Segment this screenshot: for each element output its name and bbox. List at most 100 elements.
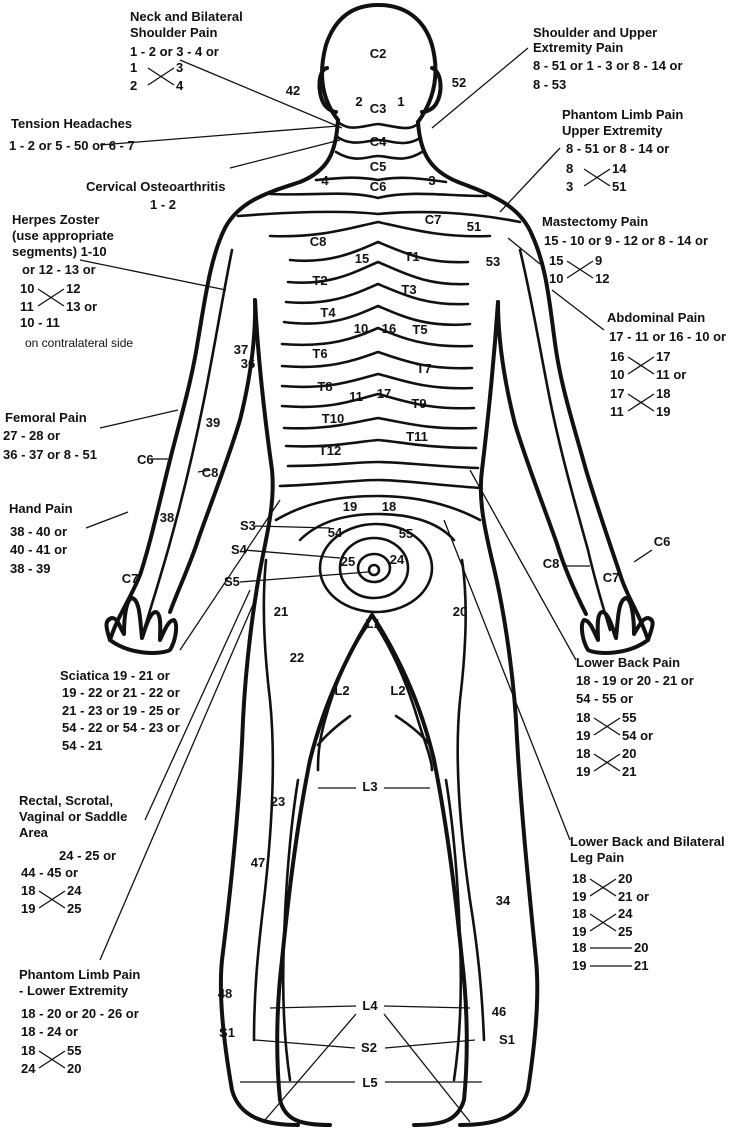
saddle-center [369, 565, 379, 575]
pair-number: 3 [566, 179, 573, 194]
pelvic-arc-2 [300, 514, 454, 540]
annotation-sciatica: 54 - 22 or 54 - 23 or [62, 720, 180, 735]
left-shin-line [283, 780, 298, 1080]
annotation-shoulder: 8 - 51 or 1 - 3 or 8 - 14 or [533, 58, 683, 73]
dermatome-label: 21 [274, 604, 288, 619]
pair-number: 18 [576, 710, 590, 725]
dermatome-label: C8 [543, 556, 560, 571]
annotation-lower_back: Lower Back Pain [576, 655, 680, 670]
dermatome-label: 11 [349, 389, 363, 404]
annotation-herpes: (use appropriate [12, 228, 114, 243]
annotation-cervical: Cervical Osteoarthritis [86, 179, 225, 194]
chest-band-7 [282, 352, 472, 368]
dermatome-label: 37 [234, 342, 248, 357]
pair-number: 8 [566, 161, 573, 176]
annotation-femoral: Femoral Pain [5, 410, 87, 425]
saddle-ring-3 [358, 554, 390, 582]
pair-number: 55 [622, 710, 636, 725]
annotation-femoral: 36 - 37 or 8 - 51 [3, 447, 97, 462]
dermatome-label: T12 [319, 443, 341, 458]
dermatome-label: 24 [390, 552, 405, 567]
hand-leader [86, 512, 128, 528]
left-arm-line-1 [144, 250, 232, 630]
annotation-rectal: Rectal, Scrotal, [19, 793, 113, 808]
dermatome-label: T7 [416, 361, 431, 376]
dermatome-label: T8 [317, 379, 332, 394]
dermatome-label: C8 [310, 234, 327, 249]
pair-number: 17 [610, 386, 624, 401]
dermatome-label: 39 [206, 415, 220, 430]
pair-number: 19 [576, 764, 590, 779]
annotation-mastectomy: 15 - 10 or 9 - 12 or 8 - 14 or [544, 233, 708, 248]
abdomen-band-3 [286, 440, 476, 448]
pair-number: 11 [610, 404, 624, 419]
pair-number: 24 [21, 1061, 36, 1076]
pair-number: 9 [595, 253, 602, 268]
annotation-neck: Neck and Bilateral [130, 9, 243, 24]
dermatome-label: L1 [365, 616, 380, 631]
annotation-phantom_upper: Phantom Limb Pain [562, 107, 683, 122]
annotation-lower_back: 18 - 19 or 20 - 21 or [576, 673, 694, 688]
dermatome-label: S1 [499, 1032, 515, 1047]
pair-number: 19 [576, 728, 590, 743]
dermatome-label: C7 [425, 212, 442, 227]
s2-leader-right [385, 1040, 475, 1048]
annotation-rectal: 24 - 25 or [59, 848, 116, 863]
shoulder-leader [432, 48, 528, 128]
annotation-mastectomy: Mastectomy Pain [542, 214, 648, 229]
pair-number: 18 [572, 940, 586, 955]
pair-number: 19 [572, 889, 586, 904]
dermatome-label: 38 [160, 510, 174, 525]
pair-number: 55 [67, 1043, 81, 1058]
pair-number: 18 [21, 883, 35, 898]
annotation-rectal: Area [19, 825, 49, 840]
chest-band-5 [284, 306, 470, 325]
dermatome-bands [144, 122, 610, 1080]
pair-number: 2 [130, 78, 137, 93]
dermatome-label: C7 [122, 571, 139, 586]
dermatome-label: 4 [321, 173, 329, 188]
phantom-lower-leader [100, 600, 255, 960]
pair-number: 15 [549, 253, 563, 268]
annotation-herpes: or 12 - 13 or [22, 262, 96, 277]
dermatome-label: C5 [370, 159, 387, 174]
pair-number: 18 [576, 746, 590, 761]
pair-number: 1 [130, 60, 137, 75]
dermatome-label: 1 [397, 94, 404, 109]
dermatome-label: 19 [343, 499, 357, 514]
pair-number: 10 [20, 281, 34, 296]
dermatome-label: 20 [453, 604, 467, 619]
chest-band-1 [270, 222, 490, 236]
side-dermatome-label: S3 [240, 518, 256, 533]
dermatome-label: 36 [241, 356, 255, 371]
dermatome-label: 17 [377, 386, 391, 401]
pair-number: 18 [572, 871, 586, 886]
annotation-herpes: segments) 1-10 [12, 244, 107, 259]
dermatome-label: S2 [361, 1040, 377, 1055]
dermatome-label: T4 [320, 305, 336, 320]
pair-number: 25 [67, 901, 81, 916]
annotation-hand: Hand Pain [9, 501, 73, 516]
dermatome-label: C7 [603, 570, 620, 585]
annotation-shoulder: 8 - 53 [533, 77, 566, 92]
dermatome-label: T3 [401, 282, 416, 297]
pair-number: 19 [572, 924, 586, 939]
annotation-neck: Shoulder Pain [130, 25, 217, 40]
dermatome-label: 42 [286, 83, 300, 98]
abdomen-band-5 [280, 480, 480, 488]
pair-number: 20 [622, 746, 636, 761]
pair-number: 20 [618, 871, 632, 886]
pair-number: 19 [21, 901, 35, 916]
pair-number: 19 [656, 404, 670, 419]
side-dermatome-label: S4 [231, 542, 248, 557]
annotation-phantom_upper: Upper Extremity [562, 123, 663, 138]
annotation-phantom_lower: Phantom Limb Pain [19, 967, 140, 982]
pair-number: 24 [618, 906, 633, 921]
lower-back-leader [470, 470, 576, 660]
annotation-herpes: on contralateral side [25, 336, 133, 350]
inner-left-leg [277, 615, 372, 1125]
annotation-hand: 38 - 39 [10, 561, 50, 576]
herpes-leader [80, 260, 226, 290]
